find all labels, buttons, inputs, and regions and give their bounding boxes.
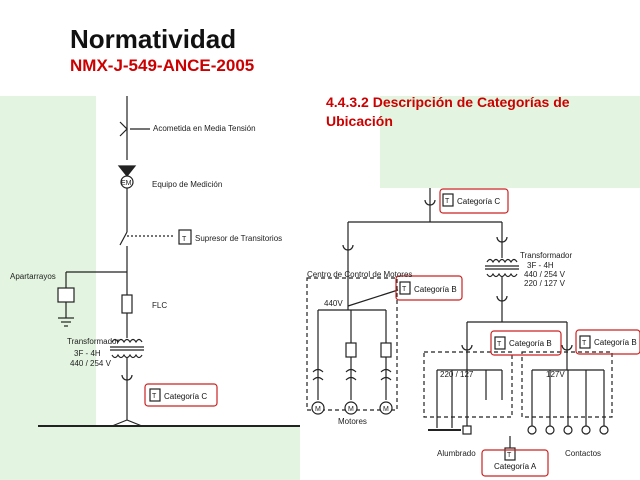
left-categoria-c-label: Categoría C — [164, 392, 207, 401]
contacto-5 — [599, 425, 609, 435]
right-categoria-c-label: Categoría C — [457, 197, 500, 206]
lamp-3 — [462, 425, 472, 435]
ccm-cat-b-tag-letter: T — [402, 286, 407, 293]
em-symbol-label: EM — [121, 180, 132, 187]
motor-overload-1 — [312, 368, 324, 381]
right-transformer-label: Transformador — [520, 251, 573, 260]
right-cat-c-tag — [442, 193, 454, 207]
page-subtitle: NMX-J-549-ANCE-2005 — [70, 56, 255, 75]
left-transformer-label: Transformador — [67, 337, 120, 346]
right-diagram — [306, 188, 640, 477]
apartarrayos-box — [57, 287, 75, 303]
motores-label: Motores — [338, 417, 367, 426]
left-cat-b-tag — [494, 336, 506, 350]
left-transformer-spec-1: 3F - 4H — [74, 349, 101, 358]
left-categoria-b-label: Categoría B — [509, 339, 552, 348]
acometida-label: Acometida en Media Tensión — [153, 124, 256, 133]
supresor-tag — [178, 229, 192, 245]
categoria-a-label: Categoría A — [494, 462, 537, 471]
v440-label: 440V — [324, 299, 343, 308]
flc-label: FLC — [152, 301, 167, 310]
alumbrado-box — [423, 351, 513, 418]
contactos-label: Contactos — [565, 449, 601, 458]
left-switch — [119, 231, 128, 246]
right-xfmr-secondary — [486, 272, 518, 278]
right-xfmr-out-breaker — [496, 295, 508, 302]
contacto-3 — [563, 425, 573, 435]
categoria-a-callout — [481, 449, 549, 477]
right-transformer-spec-3: 220 / 127 V — [524, 279, 566, 288]
ccm-categoria-b-label: Categoría B — [414, 285, 457, 294]
supresor-label: Supresor de Transitorios — [195, 234, 282, 243]
contacto-1 — [527, 425, 537, 435]
v220-127-label: 220 / 127 — [440, 370, 474, 379]
motor-1 — [311, 401, 325, 415]
background-band-bottom — [0, 426, 300, 480]
v127-label: 127V — [546, 370, 565, 379]
left-breaker — [121, 374, 133, 381]
motor-1-symbol: M — [315, 406, 321, 413]
left-categoria-c-callout — [144, 383, 218, 407]
contacto-2 — [545, 425, 555, 435]
right-main-breaker — [424, 199, 436, 206]
motor-overload-2 — [345, 368, 357, 381]
left-cat-c-tag-letter: T — [152, 393, 157, 400]
motor-fuse-3 — [380, 342, 392, 358]
right-categoria-b-callout — [575, 329, 640, 355]
right-categoria-b-label: Categoría B — [594, 338, 637, 347]
transformer-primary — [111, 338, 143, 344]
transformer-secondary — [111, 353, 143, 359]
ccm-cat-b-tag — [399, 281, 411, 295]
left-categoria-b-callout — [490, 330, 562, 356]
equipo-medicion-label: Equipo de Medición — [152, 180, 222, 189]
motor-2 — [344, 401, 358, 415]
motor-overload-3 — [380, 368, 392, 381]
page-title: Normatividad — [70, 24, 237, 54]
ccm-cat-b-leader — [347, 289, 399, 307]
apartarrayos-label: Apartarrayos — [10, 272, 56, 281]
alumbrado-label: Alumbrado — [437, 449, 476, 458]
meter-triangle — [117, 165, 137, 177]
motor-3 — [379, 401, 393, 415]
cat-a-tag-letter: T — [507, 452, 512, 459]
motor-2-symbol: M — [348, 406, 354, 413]
background-band-right — [380, 96, 640, 188]
motor-3-symbol: M — [383, 406, 389, 413]
ccm-categoria-b-callout — [395, 275, 463, 301]
right-transformer-spec-1: 3F - 4H — [527, 261, 554, 270]
ccm-breaker — [342, 244, 354, 251]
contactos-box — [521, 351, 613, 418]
left-diagram — [38, 96, 300, 427]
cat-a-tag — [504, 447, 516, 461]
right-cat-c-tag-letter: T — [445, 198, 450, 205]
header-background — [0, 0, 640, 96]
right-transformer-spec-2: 440 / 254 V — [524, 270, 566, 279]
acometida-arrow — [119, 121, 128, 137]
right-xfmr-breaker — [496, 236, 508, 243]
contacto-4 — [581, 425, 591, 435]
left-categoria-c-tag — [149, 388, 161, 402]
ccm-label: Centro de Control de Motores — [307, 270, 412, 279]
right-xfmr-primary — [486, 258, 518, 264]
flc-fuse — [121, 294, 133, 314]
contactos-breaker — [561, 344, 573, 351]
motor-fuse-2 — [345, 342, 357, 358]
left-transformer-spec-2: 440 / 254 V — [70, 359, 112, 368]
right-categoria-c-callout — [439, 188, 509, 214]
right-cat-b-tag-letter: T — [582, 340, 587, 347]
right-cat-b-tag — [579, 335, 591, 349]
alumbrado-breaker — [461, 344, 473, 351]
background-band-left — [0, 96, 96, 426]
supresor-tag-letter: T — [182, 236, 187, 243]
section-heading: 4.4.3.2 Descripción de Categorías de Ubi… — [326, 94, 570, 129]
left-cat-b-tag-letter: T — [497, 341, 502, 348]
